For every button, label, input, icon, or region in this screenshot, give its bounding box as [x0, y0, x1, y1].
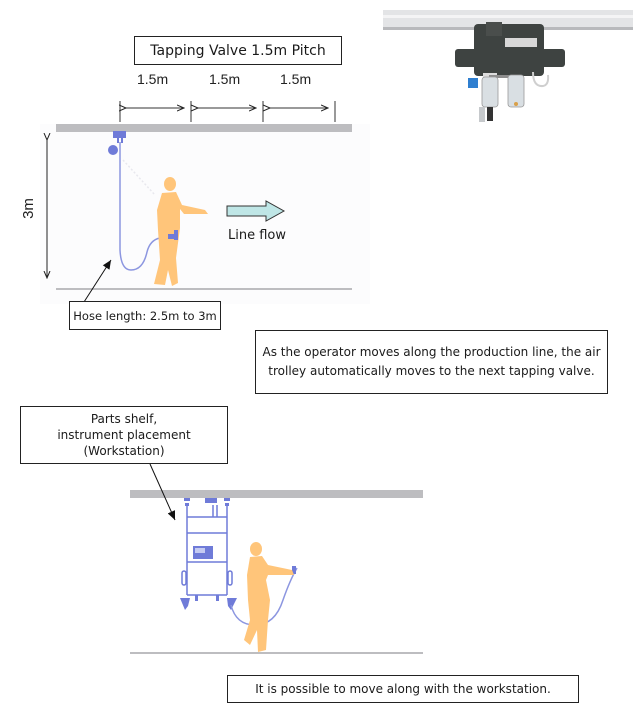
workstation-callout-leader [149, 463, 176, 521]
workstation-cart-icon [181, 503, 233, 596]
line-flow-label: Line flow [228, 228, 286, 243]
workstation-fixtures [180, 498, 237, 610]
overhead-rail-top [56, 124, 352, 132]
hose-length-text: Hose length: 2.5m to 3m [73, 308, 217, 323]
air-trolley-photo-drawing [383, 10, 633, 122]
overhead-rail-bottom [130, 490, 423, 498]
height-label: 3m [19, 198, 37, 219]
line-flow-arrow [226, 200, 286, 222]
tool-in-hand-bottom [292, 566, 296, 574]
pitch-label-3: 1.5m [280, 71, 312, 87]
workstation-description-box: It is possible to move along with the wo… [227, 675, 579, 703]
pitch-ticks [119, 101, 336, 122]
hose-length-callout: Hose length: 2.5m to 3m [69, 301, 221, 330]
workstation-description-text: It is possible to move along with the wo… [255, 682, 551, 696]
pitch-title: Tapping Valve 1.5m Pitch [150, 42, 326, 59]
hose-callout-leader [83, 259, 112, 303]
trolley-description-text: As the operator moves along the producti… [262, 345, 601, 378]
pitch-title-box: Tapping Valve 1.5m Pitch [134, 36, 342, 65]
trolley-description-box: As the operator moves along the producti… [255, 330, 608, 394]
floor-line-bottom [130, 652, 423, 654]
air-trolley-photo [383, 7, 633, 122]
workstation-callout-line-2: instrument placement [57, 428, 191, 442]
air-hose-top [119, 142, 171, 271]
pitch-label-1: 1.5m [137, 71, 169, 87]
pitch-label-2: 1.5m [209, 71, 241, 87]
air-trolley-icon [108, 131, 126, 155]
operator-figure-top [154, 177, 208, 286]
workstation-callout-line-1: Parts shelf, [90, 412, 158, 426]
workstation-callout: Parts shelf, instrument placement (Works… [20, 406, 228, 464]
operator-figure-bottom [244, 542, 294, 652]
floor-line-top [56, 288, 352, 290]
tool-in-hand-top [168, 230, 178, 240]
air-hose-bottom [230, 567, 298, 626]
workstation-callout-line-3: (Workstation) [83, 444, 165, 458]
